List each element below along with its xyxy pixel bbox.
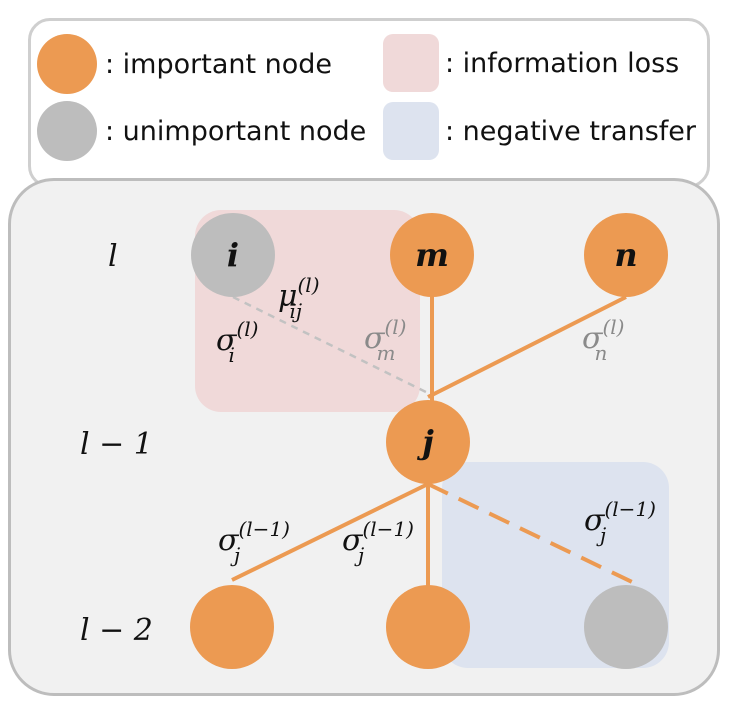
edge-i-j xyxy=(232,295,429,395)
legend-box xyxy=(28,18,710,188)
node-bottom-right xyxy=(584,585,668,669)
legend-important-swatch xyxy=(37,34,97,94)
node-n-label: n xyxy=(614,236,637,274)
legend-neg-transfer-label: : negative transfer xyxy=(445,116,697,147)
edge-j-left xyxy=(231,482,429,582)
legend-info-loss-label: : information loss xyxy=(445,48,679,79)
node-i xyxy=(191,213,275,297)
node-bottom-left xyxy=(190,585,274,669)
edge-n-j xyxy=(427,295,627,399)
legend-important-label: : important node xyxy=(105,49,332,80)
node-m-label: m xyxy=(415,236,449,274)
node-n xyxy=(584,213,668,297)
sigma-j-mid-label: σ(l−1)j xyxy=(342,517,414,567)
mu-ij-label: μ(l)ij xyxy=(278,273,320,323)
node-i-label: i xyxy=(227,236,239,274)
legend-unimportant-swatch xyxy=(37,101,97,161)
layer-label-l: l xyxy=(108,239,118,274)
legend-info-loss-swatch xyxy=(383,34,439,92)
node-m xyxy=(390,213,474,297)
sigma-j-right-label: σ(l−1)j xyxy=(584,497,656,547)
node-bottom-mid xyxy=(386,585,470,669)
sigma-m-label: σ(l)m xyxy=(364,315,407,365)
node-j xyxy=(386,400,470,484)
layer-label-l-minus-1: l − 1 xyxy=(80,427,153,462)
sigma-j-left-label: σ(l−1)j xyxy=(218,517,290,567)
sigma-n-label: σ(l)n xyxy=(582,315,625,365)
legend-unimportant-label: : unimportant node xyxy=(105,116,366,147)
legend-neg-transfer-swatch xyxy=(383,102,439,160)
edge-j-right xyxy=(427,482,633,584)
sigma-i-label: σ(l)i xyxy=(216,317,259,367)
layer-label-l-minus-2: l − 2 xyxy=(80,613,153,648)
